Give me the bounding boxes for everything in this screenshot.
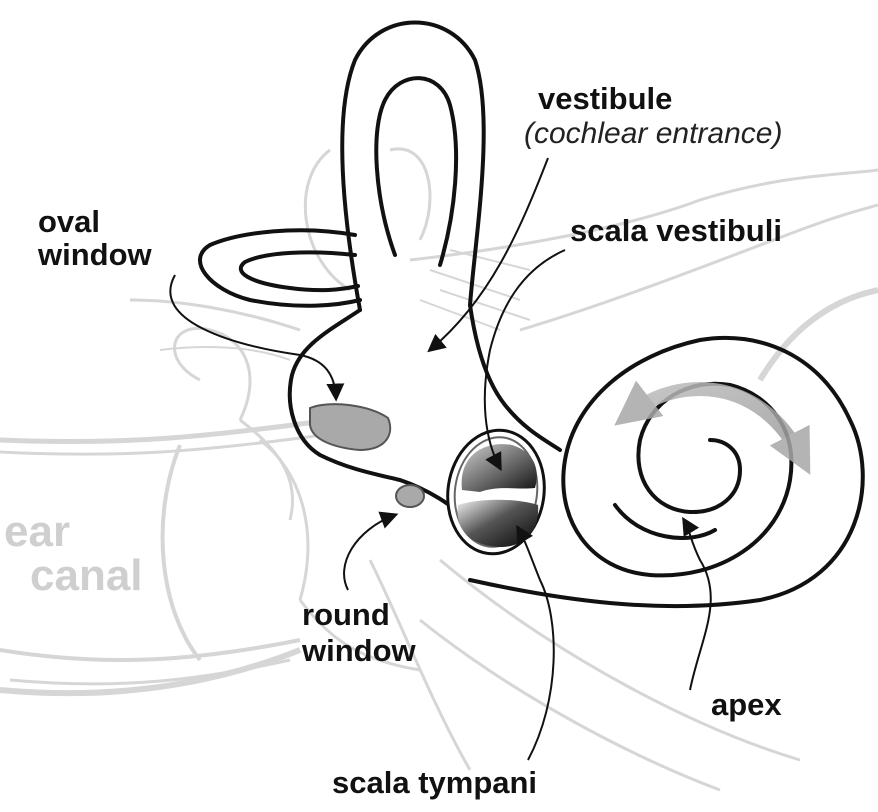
label-vestibule-note: (cochlear entrance)	[524, 117, 783, 150]
label-oval-window-line2: window	[38, 237, 152, 272]
vestibule-outline	[287, 308, 472, 522]
label-round-window-line1: round	[302, 597, 390, 632]
label-apex: apex	[711, 687, 782, 722]
label-vestibule: vestibule	[538, 81, 673, 116]
oval-window-pointer	[169, 274, 345, 402]
vestibule-pointer	[427, 157, 549, 353]
cochlea-spiral	[468, 335, 865, 609]
scala-vestibuli-pointer	[483, 249, 566, 472]
pointer-lines	[169, 157, 712, 761]
apex-pointer	[682, 516, 712, 691]
semicircular-canals	[198, 20, 486, 312]
label-ear-canal-line2: canal	[30, 551, 143, 600]
scala-tympani-pointer	[516, 524, 555, 761]
background-anatomy	[0, 147, 878, 792]
flow-arrow	[614, 380, 811, 475]
round-window-pointer	[343, 511, 399, 591]
vestibule-right-wall	[468, 303, 562, 452]
label-scala-tympani: scala tympani	[332, 765, 538, 800]
label-ear-canal-line1: ear	[4, 507, 71, 556]
label-oval-window-line1: oval	[38, 204, 101, 239]
cochlea-inner-turn	[613, 503, 717, 540]
label-scala-vestibuli: scala vestibuli	[570, 213, 782, 248]
round-window-shape	[395, 484, 425, 508]
label-round-window-line2: window	[302, 633, 416, 668]
oval-window-shape	[309, 403, 392, 452]
cochlea-cross-section	[446, 428, 546, 556]
